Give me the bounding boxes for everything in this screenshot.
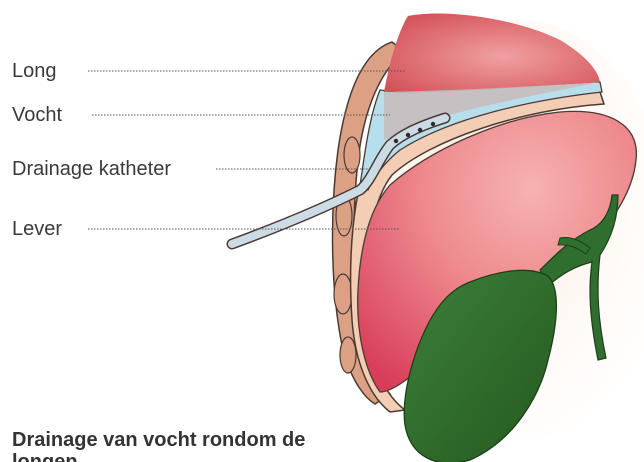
- label-long: Long: [12, 61, 57, 81]
- lung: [384, 13, 600, 92]
- catheter-hole: [418, 128, 422, 132]
- figure-caption: Drainage van vocht rondom de longen: [12, 429, 342, 462]
- catheter-hole: [394, 139, 398, 143]
- rib: [344, 137, 360, 173]
- label-vocht: Vocht: [12, 105, 62, 125]
- catheter-hole: [431, 122, 435, 126]
- rib: [334, 274, 352, 314]
- rib: [340, 337, 356, 373]
- label-lever: Lever: [12, 219, 62, 239]
- catheter-hole: [406, 133, 410, 137]
- label-drainage-katheter: Drainage katheter: [12, 159, 171, 179]
